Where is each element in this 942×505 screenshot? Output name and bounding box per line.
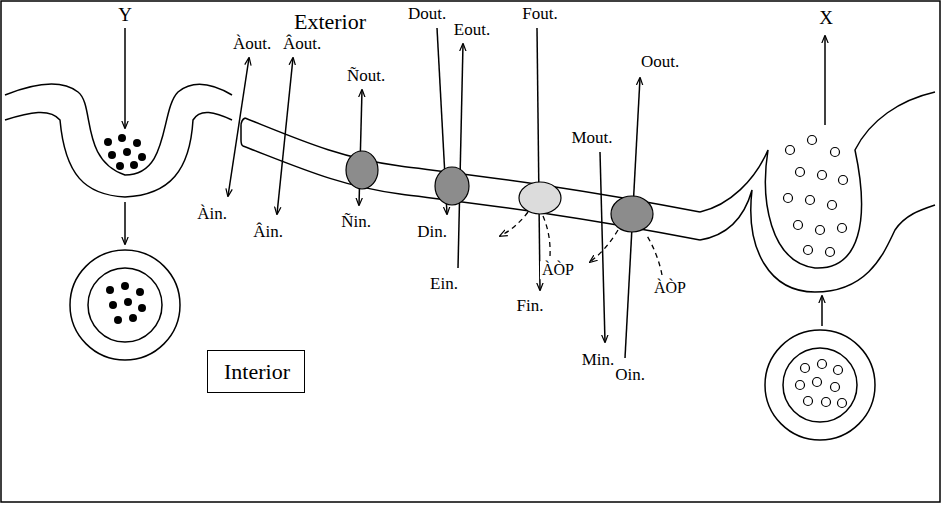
molecule-label: Eout.: [452, 21, 492, 40]
molecule-label: Mout.: [569, 129, 614, 148]
molecule-label: Ein.: [428, 275, 460, 294]
antiport-arrow: [458, 44, 463, 268]
secretion-particle: [838, 399, 847, 408]
secretion-particles: [796, 360, 847, 408]
particle-dot: [114, 316, 122, 324]
secretion-particle: [786, 146, 795, 155]
secretion-particle: [784, 194, 793, 203]
membrane-line: [5, 112, 232, 197]
molecule-label: Âout.: [281, 35, 323, 54]
particle-dot: [129, 314, 137, 322]
secretion-particle: [816, 226, 825, 235]
particle-dot: [124, 298, 132, 306]
molecule-label: Ñin.: [339, 213, 373, 232]
pump-arrow: [600, 152, 605, 342]
substance-label: X: [817, 8, 835, 29]
molecule-label: Oin.: [613, 366, 647, 385]
secretion-particle: [813, 378, 822, 387]
molecule-label: Fin.: [515, 297, 546, 316]
molecule-label: Din.: [415, 223, 449, 242]
molecule-label: Dout.: [406, 5, 448, 24]
particle-dot: [104, 138, 112, 146]
molecule-label: Àout.: [231, 35, 273, 54]
molecule-label: Oout.: [639, 53, 681, 72]
secretion-particle: [806, 196, 815, 205]
carrier-protein: [435, 167, 469, 205]
membrane-end: [241, 118, 245, 146]
secretion-particle: [796, 381, 805, 390]
secretion-particle: [804, 246, 813, 255]
molecule-label: Fout.: [520, 5, 559, 24]
atp-label: ÀÒP: [540, 261, 576, 279]
energy-arrow: [500, 212, 528, 236]
vesicle-arrow: [124, 202, 126, 244]
particle-dot: [109, 301, 117, 309]
diffusion-arrow: [228, 58, 249, 196]
energy-line: [646, 234, 662, 275]
membrane-line: [700, 190, 935, 292]
atp-label: ÀÒP: [652, 279, 688, 297]
particle-dot: [130, 161, 138, 169]
particle-dot: [138, 153, 146, 161]
particle-dots: [104, 134, 146, 170]
box-title: Interior: [224, 360, 288, 384]
secretion-particle: [831, 148, 840, 157]
particle-dot: [136, 288, 144, 296]
molecule-label: Ñout.: [345, 67, 387, 86]
secretion-particles: [784, 136, 848, 257]
particle-dots: [106, 282, 146, 324]
membrane-line: [243, 146, 700, 240]
pump-arrow: [537, 28, 540, 290]
pump-protein: [519, 182, 561, 214]
vesicle-outer: [765, 330, 875, 440]
vesicle-inner: [783, 348, 857, 422]
region-label: Exterior: [292, 10, 368, 34]
secretion-particle: [828, 201, 837, 210]
energy-line: [543, 216, 550, 256]
particle-dot: [133, 139, 141, 147]
secretion-particle: [826, 248, 835, 257]
energy-arrow: [590, 230, 618, 262]
secretion-particle: [818, 171, 827, 180]
membrane-line: [5, 84, 232, 175]
particle-dot: [123, 148, 131, 156]
molecule-label: Min.: [580, 351, 617, 370]
molecule-label: Àin.: [195, 205, 229, 224]
secretion-arrow: [824, 36, 826, 125]
particle-dot: [108, 151, 116, 159]
secretion-particle: [831, 383, 840, 392]
molecule-label: Âin.: [251, 223, 285, 242]
region-box: Interior: [207, 350, 305, 393]
particle-dot: [118, 134, 126, 142]
channel-protein: [346, 151, 378, 189]
secretion-particle: [818, 360, 827, 369]
secretion-particle: [838, 224, 847, 233]
pump-protein: [611, 196, 653, 232]
secretion-particle: [804, 397, 813, 406]
vesicle-outer: [70, 250, 180, 360]
secretion-particle: [796, 168, 805, 177]
secretion-particle: [839, 176, 848, 185]
substance-label: Y: [116, 5, 134, 26]
particle-dot: [138, 304, 146, 312]
membrane-line: [700, 92, 935, 268]
secretion-particle: [794, 221, 803, 230]
secretion-particle: [808, 136, 817, 145]
vesicle-inner: [88, 268, 162, 342]
uptake-arrow: [124, 28, 126, 128]
particle-dot: [116, 162, 124, 170]
diffusion-arrow: [277, 58, 293, 214]
particle-dot: [121, 282, 129, 290]
secretion-particle: [801, 364, 810, 373]
vesicle-arrow: [821, 296, 823, 326]
secretion-particle: [822, 398, 831, 407]
secretion-particle: [834, 366, 843, 375]
particle-dot: [106, 286, 114, 294]
